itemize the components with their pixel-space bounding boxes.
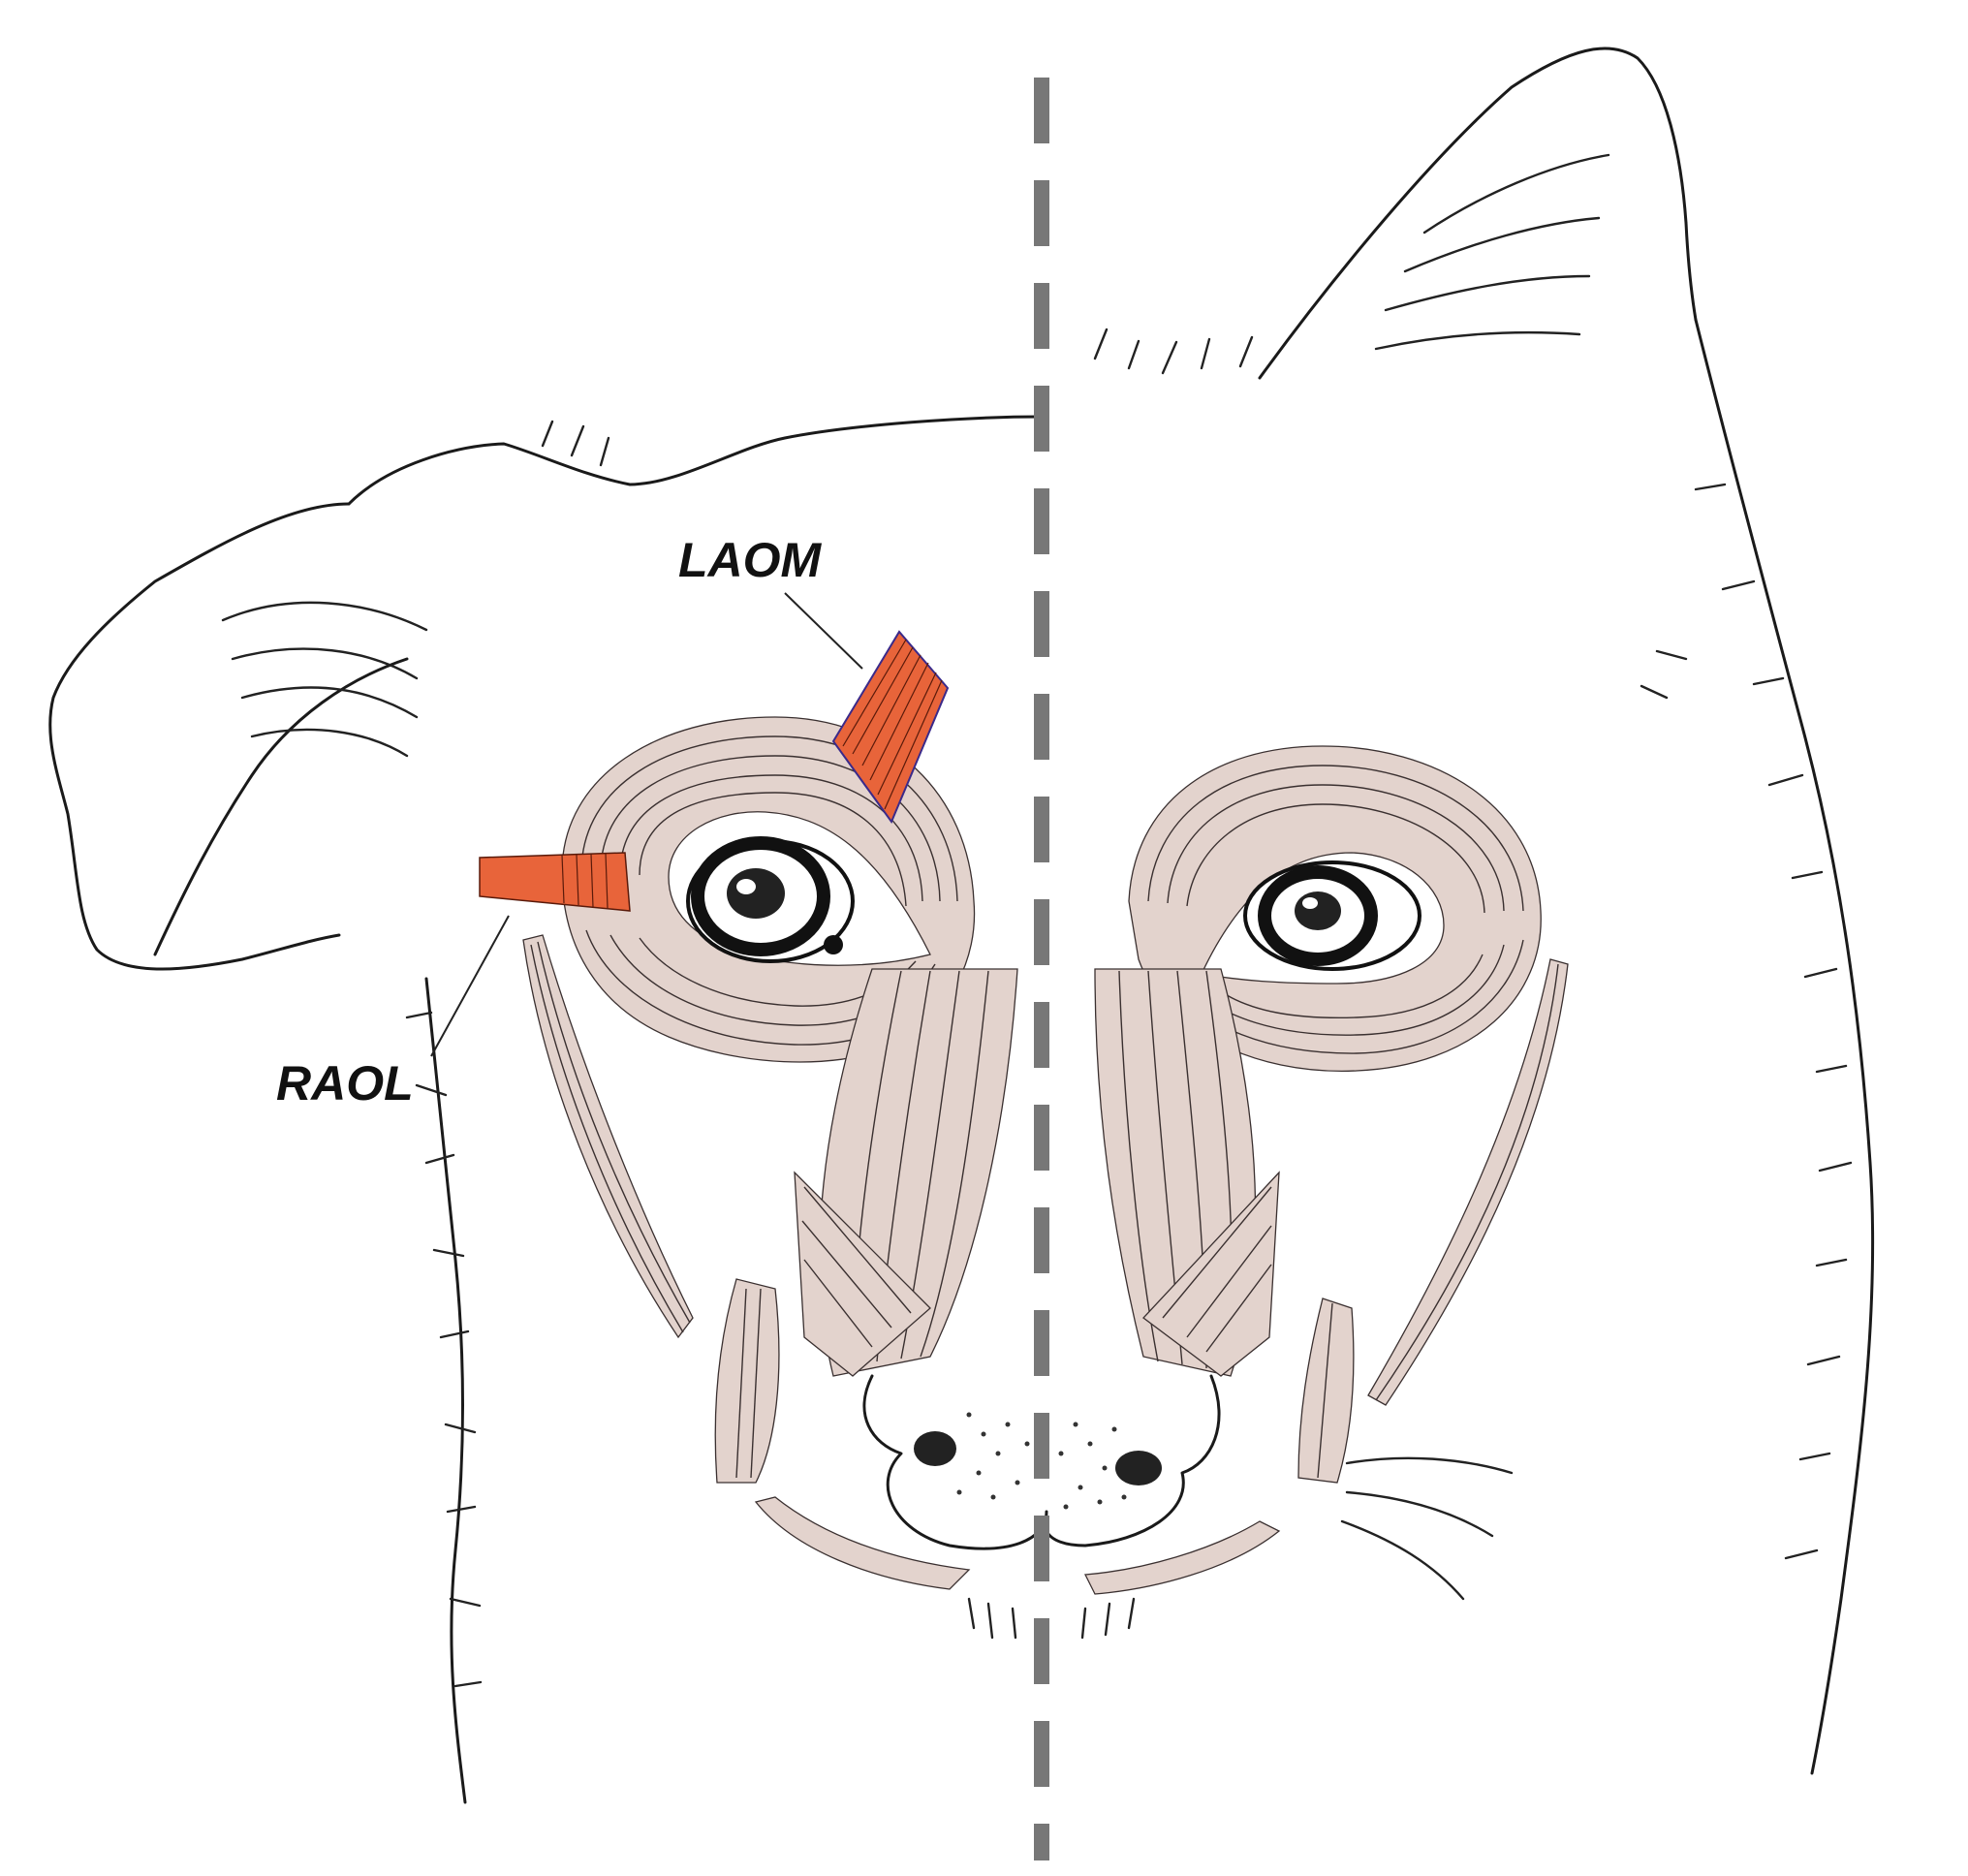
right-nasolabial-muscle (1297, 1298, 1355, 1484)
laom-muscle (831, 630, 950, 825)
raol-leader-line (430, 915, 510, 1057)
left-nasolabial-muscle (714, 1278, 780, 1484)
right-cheek-strap-muscle (1367, 958, 1569, 1406)
laom-leader-line (784, 592, 863, 670)
raol-muscle (479, 852, 631, 912)
right-eye (1243, 860, 1421, 971)
raol-label: RAOL (276, 1056, 414, 1110)
left-zygomatic-muscle (794, 1171, 931, 1377)
left-fur-strokes (405, 420, 610, 1688)
left-cheek-strap-muscle (522, 934, 694, 1339)
laom-label: LAOM (678, 533, 823, 587)
right-zygomatic-muscle (1142, 1171, 1280, 1377)
right-fur-strokes (1093, 328, 1853, 1560)
left-eye (686, 836, 855, 963)
right-orbicularis-oculi-muscle (1128, 745, 1542, 1072)
right-orbicularis-oris-muscle (1083, 1520, 1281, 1595)
left-orbicularis-oris-muscle (754, 1496, 971, 1590)
left-head-outline (48, 415, 1044, 1804)
right-head-outline (1258, 47, 1875, 1775)
nose-muzzle (862, 1374, 1514, 1640)
